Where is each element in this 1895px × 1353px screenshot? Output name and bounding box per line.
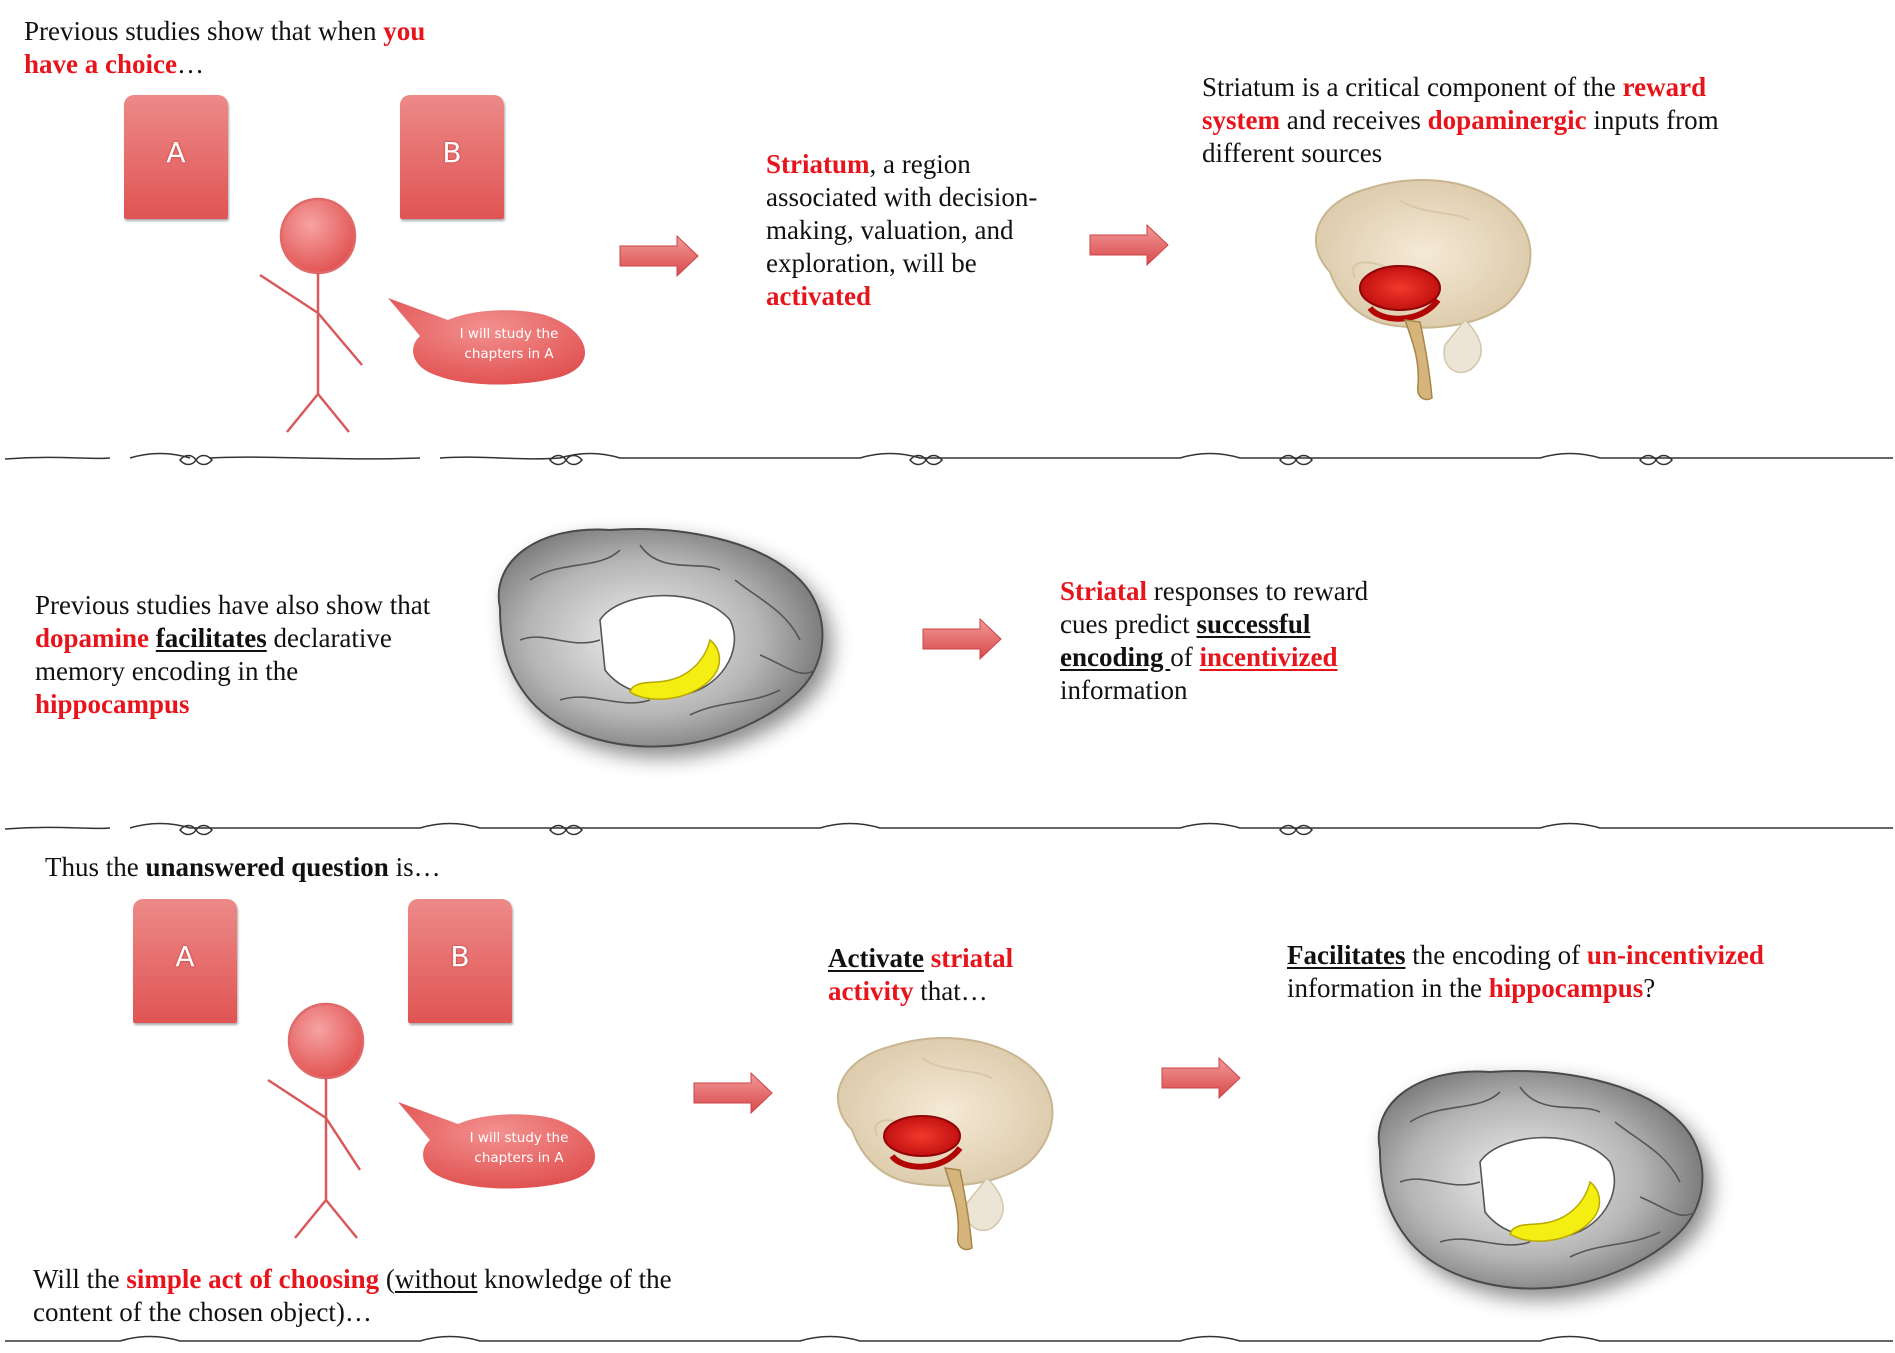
dopamine-text-d: declarative memory encoding in the	[35, 623, 392, 686]
striatal-text-d: of	[1170, 642, 1200, 672]
reward-text-a: Striatum is a critical component of the	[1202, 72, 1623, 102]
striatal-text-b: responses to reward cues predict	[1060, 576, 1369, 639]
striatal-term: Striatal	[1060, 576, 1147, 606]
bottom-text-a: Will the	[33, 1264, 127, 1294]
arrow-4	[693, 1071, 773, 1115]
bottom-text-c: (	[379, 1264, 395, 1294]
facilitates-text-b: the encoding of	[1405, 940, 1587, 970]
option-b-label-2: B	[450, 939, 470, 973]
arrow-3	[922, 617, 1002, 661]
incentivized-term: incentivized	[1199, 642, 1338, 672]
speech-text-1: I will study the chapters in A	[459, 326, 559, 362]
reward-text-e: inputs from different sources	[1202, 105, 1719, 168]
striatal-activity-term: striatal activity	[828, 943, 1014, 1006]
facilitates-encoding-text: Facilitates the encoding of un-incentivi…	[1287, 939, 1847, 1005]
speech-bubble-1	[388, 298, 586, 385]
intro-ellipsis: …	[176, 49, 204, 79]
intro-text-a: Previous studies show that when	[24, 16, 384, 46]
hippocampus-highlight-1	[629, 638, 721, 700]
unanswered-question-term: unanswered question	[145, 852, 389, 882]
option-a-label-2: A	[175, 939, 195, 973]
activate-term: Activate	[828, 943, 924, 973]
option-b-label: B	[442, 135, 462, 169]
simple-act-term: simple act of choosing	[126, 1264, 380, 1294]
question-text-a: Thus the	[45, 852, 146, 882]
brain-striatum-icon-2	[836, 1037, 1054, 1251]
unanswered-question-text: Thus the unanswered question is…	[45, 851, 645, 884]
without-term: without	[394, 1264, 478, 1294]
intro-have-a-choice: have a choice	[24, 49, 177, 79]
facilitates-term-2: Facilitates	[1287, 940, 1406, 970]
speech-bubble-2	[398, 1102, 596, 1189]
stick-figure-1	[259, 197, 363, 433]
dopamine-text: Previous studies have also show that dop…	[35, 589, 455, 721]
activate-striatal-text: Activate striatal activity that…	[828, 942, 1058, 1008]
successful-encoding-term: successful encoding	[1060, 609, 1311, 672]
hippocampus-term-2: hippocampus	[1488, 973, 1644, 1003]
stick-figure-2	[267, 1002, 365, 1239]
ornament-divider-2	[4, 822, 1893, 836]
simple-act-text: Will the simple act of choosing (without…	[33, 1263, 753, 1329]
option-a-box-2: A	[133, 899, 237, 1023]
dopamine-text-a: Previous studies have also show that	[35, 590, 431, 620]
facilitates-term: facilitates	[155, 623, 267, 653]
facilitates-text-d: information in the	[1287, 973, 1489, 1003]
option-a-box: A	[124, 95, 228, 219]
ornament-divider-3	[5, 1335, 1893, 1342]
striatum-text: Striatum, a region associated with decis…	[766, 148, 1066, 313]
arrow-2	[1089, 223, 1169, 267]
bottom-text-e: knowledge of the content of the chosen o…	[33, 1264, 672, 1327]
arrow-1	[619, 234, 699, 278]
striatum-activated: activated	[766, 281, 871, 311]
dopaminergic-term: dopaminergic	[1427, 105, 1587, 135]
intro-text: Previous studies show that when you have…	[24, 15, 444, 81]
reward-system-term: reward system	[1202, 72, 1707, 135]
reward-system-text: Striatum is a critical component of the …	[1202, 71, 1782, 170]
striatal-text-f: information	[1060, 675, 1188, 705]
arrow-5	[1161, 1056, 1241, 1100]
hippocampus-term: hippocampus	[35, 689, 190, 719]
brain-striatum-icon-1	[1314, 179, 1532, 401]
option-b-box-2: B	[408, 899, 512, 1023]
activate-text-c: that…	[913, 976, 988, 1006]
dopamine-term: dopamine	[35, 623, 150, 653]
question-mark: ?	[1643, 973, 1656, 1003]
striatum-term: Striatum	[766, 149, 870, 179]
intro-you: you	[383, 16, 426, 46]
striatal-text: Striatal responses to reward cues predic…	[1060, 575, 1380, 707]
option-b-box: B	[400, 95, 504, 219]
ornament-divider-1	[4, 452, 1893, 466]
un-incentivized-term: un-incentivized	[1586, 940, 1764, 970]
reward-text-c: and receives	[1279, 105, 1428, 135]
question-text-c: is…	[388, 852, 441, 882]
speech-text-2: I will study the chapters in A	[469, 1130, 569, 1166]
striatum-desc: , a region associated with decision-maki…	[766, 149, 1038, 278]
hippocampus-highlight-2	[1509, 1180, 1601, 1242]
option-a-label: A	[166, 135, 186, 169]
